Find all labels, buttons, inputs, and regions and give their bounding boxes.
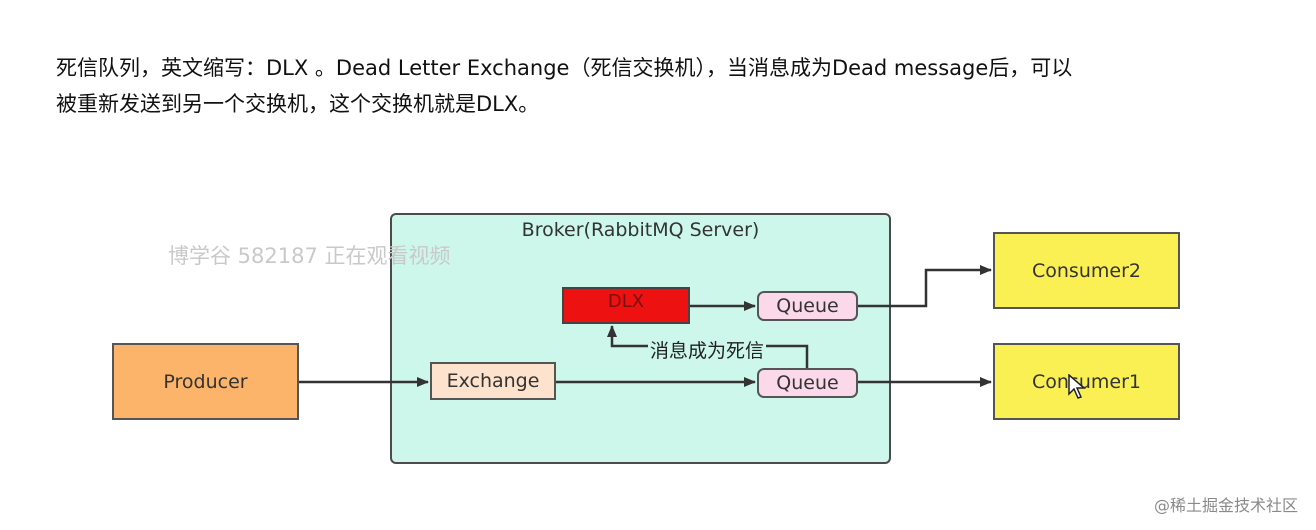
viewer-watermark: 博学谷 582187 正在观看视频 xyxy=(168,244,451,268)
queue-node: Queue xyxy=(757,368,858,398)
dlx-node: DLX xyxy=(562,287,690,324)
dead-letter-label: 消息成为死信 xyxy=(648,336,767,363)
mouse-cursor-icon xyxy=(1068,374,1086,399)
consumer2-node: Consumer2 xyxy=(993,232,1180,309)
intro-line-2: 被重新发送到另一个交换机，这个交换机就是DLX。 xyxy=(56,92,540,116)
broker-container: Broker(RabbitMQ Server) xyxy=(390,213,891,464)
producer-node: Producer xyxy=(112,343,299,420)
broker-title: Broker(RabbitMQ Server) xyxy=(521,219,760,241)
exchange-node: Exchange xyxy=(430,362,556,400)
intro-text: 死信队列，英文缩写：DLX 。Dead Letter Exchange（死信交换… xyxy=(56,50,1072,122)
arrow-queue-consumer2 xyxy=(858,265,992,308)
intro-line-1: 死信队列，英文缩写：DLX 。Dead Letter Exchange（死信交换… xyxy=(56,56,1073,80)
consumer1-node: Consumer1 xyxy=(993,343,1180,420)
site-watermark: @稀土掘金技术社区 xyxy=(1153,496,1298,515)
dead-letter-queue-node: Queue xyxy=(757,291,858,321)
